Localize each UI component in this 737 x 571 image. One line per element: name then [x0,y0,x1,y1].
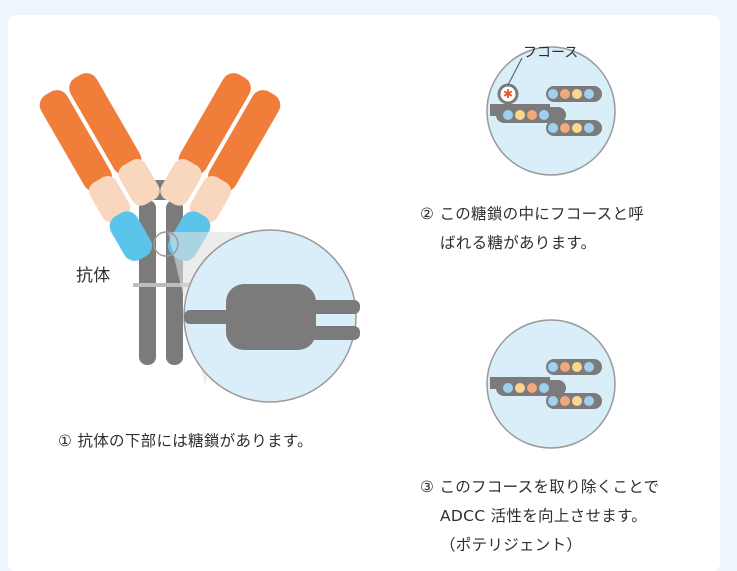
glycan-with-fucose: ✱ [486,46,616,176]
step-3-number: ③ [420,478,435,496]
step-3-line-1: このフコースを取り除くことで [439,478,660,496]
svg-text:✱: ✱ [503,87,513,101]
antibody-label: 抗体 [76,266,111,286]
step-2-number: ② [420,205,435,223]
step-2-caption: ② この糖鎖の中にフコースと呼 ばれる糖があります。 [420,200,644,258]
step-3-line-2: ADCC 活性を向上させます。 [440,507,648,525]
step-2-line-2: ばれる糖があります。 [440,234,597,252]
step-1-number: ① [58,432,73,450]
antibody-illustration [39,73,360,403]
step-2-line-1: この糖鎖の中にフコースと呼 [439,205,645,223]
fucose-label: フコース [523,45,579,61]
step-1-line-1: 抗体の下部には糖鎖があります。 [77,432,313,450]
step-3-caption: ③ このフコースを取り除くことで ADCC 活性を向上させます。 （ポテリジェン… [420,473,659,560]
step-1-caption: ① 抗体の下部には糖鎖があります。 [58,427,313,456]
glycan-without-fucose [486,319,616,449]
step-3-line-3: （ポテリジェント） [440,536,583,554]
